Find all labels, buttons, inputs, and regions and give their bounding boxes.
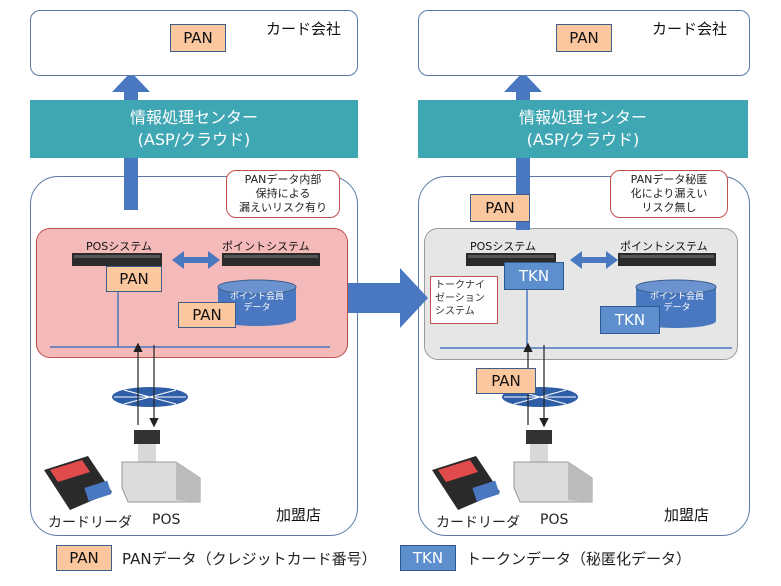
left-card-reader-label: カードリーダ: [48, 515, 132, 531]
left-store-label: 加盟店: [276, 506, 322, 524]
left-bubble-line2: 保持による: [255, 187, 311, 200]
right-pos-terminal: [513, 430, 593, 503]
right-pos-point-arrow: [570, 251, 618, 269]
right-point-server: [618, 253, 716, 266]
right-card-reader-device: [432, 456, 500, 510]
legend-tkn-tag: TKN: [400, 545, 456, 571]
right-pos-tkn-tag: TKN: [504, 262, 564, 290]
right-card-db-line1: カード会員: [499, 38, 545, 48]
left-card-db-line2: データ: [114, 49, 142, 59]
left-card-db-label: カード会員 データ: [92, 38, 164, 60]
left-point-system-label: ポイントシステム: [222, 240, 310, 253]
right-point-db-line1: ポイント会員: [649, 292, 704, 302]
transition-arrow: [348, 268, 428, 328]
right-risk-bubble: PANデータ秘匿 化により漏えい リスク無し: [610, 170, 728, 218]
left-center-subtitle: (ASP/クラウド): [137, 130, 251, 149]
right-card-company-label: カード会社: [652, 20, 728, 38]
left-network-router: [112, 387, 188, 407]
left-point-db-line2: データ: [243, 303, 271, 313]
left-pos-system-label: POSシステム: [86, 240, 152, 253]
legend-pan-desc: PANデータ（クレジットカード番号）: [122, 550, 377, 568]
left-pos-pan-tag: PAN: [106, 266, 162, 292]
left-card-company-label: カード会社: [266, 20, 342, 38]
right-bubble-line3: リスク無し: [641, 201, 697, 214]
left-point-pan-tag: PAN: [178, 302, 236, 328]
left-pos-terminal: [121, 430, 201, 503]
right-pos-label: POS: [540, 512, 569, 528]
left-risk-bubble: PANデータ内部 保持による 漏えいリスク有り: [226, 170, 340, 218]
right-point-system-label: ポイントシステム: [620, 240, 708, 253]
right-network-pan-tag: PAN: [476, 368, 536, 394]
right-bubble-line2: 化により漏えい: [630, 187, 708, 200]
right-token-line1: トークナイ: [435, 280, 485, 291]
left-bubble-line1: PANデータ内部: [244, 173, 322, 186]
right-pos-system-label: POSシステム: [470, 240, 536, 253]
left-pos-server: [72, 253, 162, 266]
left-card-pan-tag: PAN: [170, 24, 226, 52]
right-card-reader-label: カードリーダ: [436, 515, 520, 531]
left-card-db-line1: カード会員: [105, 38, 151, 48]
right-card-db-label: カード会員 データ: [486, 38, 558, 60]
right-card-pan-tag: PAN: [556, 24, 612, 52]
left-point-db-line1: ポイント会員: [229, 292, 284, 302]
right-center-subtitle: (ASP/クラウド): [526, 130, 640, 149]
left-card-reader-device: [44, 456, 112, 510]
right-store-label: 加盟店: [664, 506, 710, 524]
right-card-db-line2: データ: [508, 49, 536, 59]
legend-pan-tag: PAN: [56, 545, 112, 571]
left-center-title: 情報処理センター: [129, 108, 258, 127]
right-processing-center: 情報処理センター (ASP/クラウド): [418, 100, 748, 158]
right-token-line2: ゼーション: [435, 293, 485, 304]
left-point-db-label: ポイント会員 データ: [220, 292, 294, 314]
right-tokenization-box: トークナイ ゼーション システム: [430, 276, 498, 324]
right-center-title: 情報処理センター: [518, 108, 647, 127]
left-processing-center: 情報処理センター (ASP/クラウド): [30, 100, 358, 158]
left-pos-label: POS: [152, 512, 181, 528]
right-upload-pan-tag: PAN: [470, 194, 530, 222]
right-token-line3: システム: [435, 306, 475, 317]
right-point-db-label: ポイント会員 データ: [640, 292, 714, 314]
right-bubble-line1: PANデータ秘匿: [630, 173, 708, 186]
right-point-db-line2: データ: [663, 303, 691, 313]
left-pos-point-arrow: [172, 251, 220, 269]
left-bubble-line3: 漏えいリスク有り: [239, 201, 327, 214]
legend-tkn-desc: トークンデータ（秘匿化データ）: [466, 550, 692, 568]
right-point-tkn-tag: TKN: [600, 306, 660, 334]
left-point-server: [222, 253, 320, 266]
